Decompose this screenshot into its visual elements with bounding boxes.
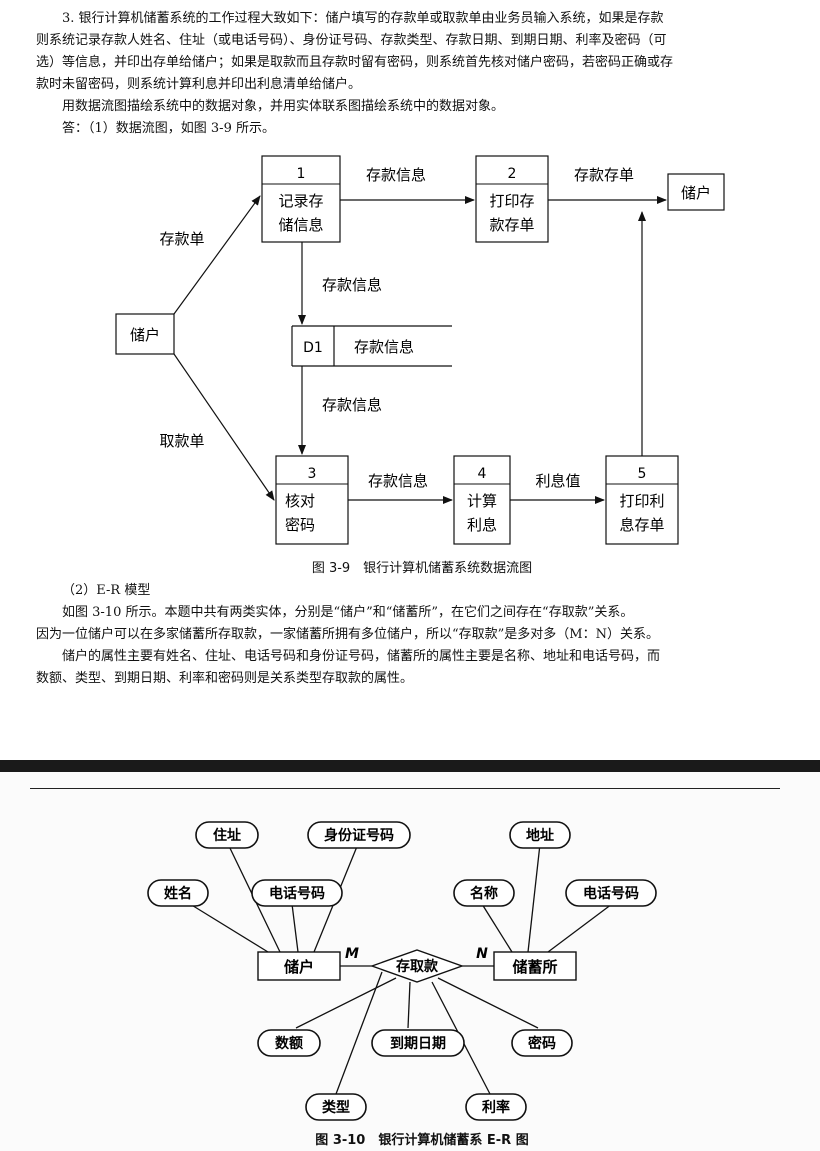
figure-3-10-caption: 图 3-10 银行计算机储蓄系 E-R 图 xyxy=(315,1132,528,1148)
er-attr-name-shape xyxy=(147,879,209,907)
process-4-label-line2: 利息 xyxy=(467,516,497,534)
er-link xyxy=(407,981,411,1029)
page-rule xyxy=(30,788,780,789)
page-divider-band xyxy=(0,760,820,772)
er-attr-address: 住址 xyxy=(213,827,241,844)
store-id: D1 xyxy=(303,340,323,356)
er-link xyxy=(291,903,299,953)
er-link xyxy=(547,903,613,953)
er-attr-id: 身份证号码 xyxy=(324,827,394,844)
process-5 xyxy=(605,455,679,545)
er-attr-address-shape xyxy=(195,821,259,849)
er-paragraph-line: 如图 3-10 所示。本题中共有两类实体，分别是“储户”和“储蓄所”，在它们之间… xyxy=(62,605,634,620)
er-section: （2）E-R 模型 如图 3-10 所示。本题中共有两类实体，分别是“储户”和“… xyxy=(36,580,786,690)
er-attr-bank-phone: 电话号码 xyxy=(583,885,639,902)
flow-withdraw-slip-label: 取款单 xyxy=(159,432,204,450)
upper-page: 3. 银行计算机储蓄系统的工作过程大致如下：储户填写的存款单或取款单由业务员输入… xyxy=(36,8,786,690)
er-attr-phone: 电话号码 xyxy=(269,885,325,902)
er-paragraph-line: 数额、类型、到期日期、利率和密码则是关系类型存取款的属性。 xyxy=(36,671,414,686)
process-4-label-line1: 计算 xyxy=(467,492,497,510)
process-5-number: 5 xyxy=(638,466,647,482)
er-attr-bank-addr-shape xyxy=(509,821,571,849)
process-5-label-line2: 息存单 xyxy=(619,516,664,534)
er-attr-type-shape xyxy=(305,1093,367,1121)
process-3 xyxy=(275,455,349,545)
er-paragraph-line: 储户的属性主要有姓名、住址、电话号码和身份证号码，储蓄所的属性主要是名称、地址和… xyxy=(62,649,661,664)
er-attr-id-shape xyxy=(307,821,411,849)
process-1-number: 1 xyxy=(297,166,306,182)
figure-3-9-caption: 图 3-9 银行计算机储蓄系统数据流图 xyxy=(312,561,532,576)
process-4-number: 4 xyxy=(478,466,487,482)
er-entity-depositor-label: 储户 xyxy=(284,958,314,976)
er-attr-password-shape xyxy=(511,1029,573,1057)
er-entity-bank-label: 储蓄所 xyxy=(512,958,557,976)
flow-1-to-2-label: 存款信息 xyxy=(366,166,426,184)
er-attr-name: 姓名 xyxy=(164,885,192,902)
entity-depositor-right xyxy=(667,173,725,211)
data-flow-diagram: 储户 1 记录存 储信息 2 打印存 款存单 储户 D1 存款信息 3 核对 密… xyxy=(115,155,725,576)
process-3-label-line2: 密码 xyxy=(285,516,315,534)
er-attr-bank-name-shape xyxy=(453,879,515,907)
er-entity-depositor xyxy=(257,951,341,981)
question-line: 款时未留密码，则系统计算利息并印出利息清单给储户。 xyxy=(36,77,362,92)
er-attr-rate-shape xyxy=(465,1093,527,1121)
er-attr-amount: 数额 xyxy=(275,1035,303,1052)
er-link xyxy=(437,977,539,1029)
er-attr-phone-shape xyxy=(251,879,343,907)
answer-intro: 答：（1）数据流图，如图 3-9 所示。 xyxy=(62,121,275,136)
er-attr-due-shape xyxy=(371,1029,465,1057)
process-2-label-line1: 打印存 xyxy=(489,192,534,210)
flow-deposit-slip-label: 存款单 xyxy=(159,230,204,248)
entity-depositor-right-label: 储户 xyxy=(681,184,711,202)
process-4 xyxy=(453,455,511,545)
entity-depositor-left xyxy=(115,313,175,355)
flow-withdraw-slip xyxy=(173,353,275,501)
process-2-label-line2: 款存单 xyxy=(489,216,534,234)
er-attr-bank-name: 名称 xyxy=(470,885,498,902)
entity-depositor-left-label: 储户 xyxy=(130,326,160,344)
er-relationship-label: 存取款 xyxy=(396,958,439,975)
question-block: 3. 银行计算机储蓄系统的工作过程大致如下：储户填写的存款单或取款单由业务员输入… xyxy=(36,8,786,140)
er-attr-rate: 利率 xyxy=(482,1099,510,1116)
er-attr-bank-phone-shape xyxy=(565,879,657,907)
er-heading: （2）E-R 模型 xyxy=(62,583,151,598)
er-cardinality-m: M xyxy=(345,946,359,962)
er-attr-password: 密码 xyxy=(527,1035,556,1052)
question-line: 则系统记录存款人姓名、住址（或电话号码）、身份证号码、存款类型、存款日期、到期日… xyxy=(36,33,667,48)
process-1-label-line1: 记录存 xyxy=(278,192,323,210)
process-2-number: 2 xyxy=(508,166,517,182)
flow-4-to-5-label: 利息值 xyxy=(535,472,580,490)
process-5-label-line1: 打印利 xyxy=(619,492,664,510)
question-line: 选）等信息，并印出存单给储户；如果是取款而且存款时留有密码，则系统首先核对储户密… xyxy=(36,55,674,70)
flow-deposit-slip xyxy=(173,195,261,315)
er-link xyxy=(335,971,383,1095)
er-attr-due: 到期日期 xyxy=(390,1036,446,1052)
er-entity-bank xyxy=(493,951,577,981)
store-name: 存款信息 xyxy=(354,338,414,356)
er-link xyxy=(295,977,397,1029)
flow-store-to-3-label: 存款信息 xyxy=(322,396,382,414)
er-link xyxy=(481,903,513,953)
process-1 xyxy=(261,155,341,243)
flow-1-to-store-label: 存款信息 xyxy=(322,276,382,294)
er-attr-type: 类型 xyxy=(322,1099,350,1116)
er-paragraph-line: 因为一位储户可以在多家储蓄所存取款，一家储蓄所拥有多位储户，所以“存取款”是多对… xyxy=(36,627,659,642)
flow-3-to-4-label: 存款信息 xyxy=(368,472,428,490)
process-2 xyxy=(475,155,549,243)
process-1-label-line2: 储信息 xyxy=(278,216,323,234)
process-3-label-line1: 核对 xyxy=(285,492,315,510)
er-link xyxy=(527,843,541,953)
flow-2-to-depositor-label: 存款存单 xyxy=(574,166,634,184)
er-attr-amount-shape xyxy=(257,1029,321,1057)
er-cardinality-n: N xyxy=(476,946,488,962)
er-relationship-diamond xyxy=(369,949,465,983)
task-line: 用数据流图描绘系统中的数据对象，并用实体联系图描绘系统中的数据对象。 xyxy=(62,99,505,114)
question-line: 3. 银行计算机储蓄系统的工作过程大致如下：储户填写的存款单或取款单由业务员输入… xyxy=(62,11,664,26)
er-attr-bank-addr: 地址 xyxy=(526,827,554,844)
er-link xyxy=(189,903,269,953)
er-diagram: 储户 储蓄所 存取款 M N 住址 身份证号码 姓名 电话号码 地址 名称 电话… xyxy=(147,821,657,1148)
process-3-number: 3 xyxy=(308,466,317,482)
